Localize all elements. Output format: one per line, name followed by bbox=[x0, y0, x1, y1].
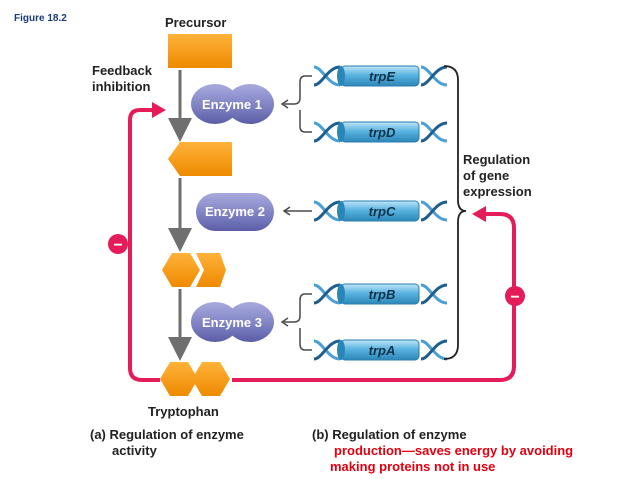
dna-strand-right-trpC bbox=[420, 200, 448, 222]
connector-3 bbox=[280, 293, 312, 351]
svg-text:−: − bbox=[113, 237, 122, 254]
dna-strand-left-trpA bbox=[313, 339, 341, 361]
regulation-gene-expression-label: Regulation of gene expression bbox=[463, 152, 532, 200]
gene-trpD: trpD bbox=[337, 121, 420, 143]
caption-b: (b) Regulation of enzyme production—save… bbox=[312, 427, 573, 475]
feedback-line-2: inhibition bbox=[92, 79, 151, 94]
feedback-line-1: Feedback bbox=[92, 63, 152, 78]
figure-label: Figure 18.2 bbox=[14, 13, 67, 24]
connector-1 bbox=[280, 75, 312, 133]
dna-strand-right-trpD bbox=[420, 121, 448, 143]
gene-label-trpE: trpE bbox=[369, 69, 395, 84]
gene-label-trpD: trpD bbox=[369, 125, 396, 140]
dna-strand-right-trpE bbox=[420, 65, 448, 87]
enzyme-1-label: Enzyme 1 bbox=[202, 97, 262, 112]
gene-label-trpB: trpB bbox=[369, 287, 396, 302]
feedback-inhibition-arrowhead bbox=[152, 102, 166, 118]
gene-trpC: trpC bbox=[337, 200, 420, 222]
gene-label-trpA: trpA bbox=[369, 343, 396, 358]
dna-strand-left-trpC bbox=[313, 200, 341, 222]
dna-strand-right-trpA bbox=[420, 339, 448, 361]
gene-trpA: trpA bbox=[337, 339, 420, 361]
gene-label-trpC: trpC bbox=[369, 204, 396, 219]
svg-text:−: − bbox=[510, 289, 519, 306]
gene-bracket bbox=[443, 65, 467, 360]
caption-a-line-1: (a) Regulation of enzyme bbox=[90, 427, 244, 442]
enzyme-3-shape bbox=[191, 302, 274, 342]
feedback-inhibition-label: Feedback inhibition bbox=[92, 63, 152, 95]
dna-strand-left-trpE bbox=[313, 65, 341, 87]
intermediate-2-shape bbox=[162, 253, 226, 287]
gene-trpB: trpB bbox=[337, 283, 420, 305]
intermediate-1-shape bbox=[168, 142, 232, 176]
caption-a: (a) Regulation of enzyme activity bbox=[90, 427, 244, 459]
regulation-line-2: of gene bbox=[463, 168, 510, 183]
caption-a-line-2: activity bbox=[112, 443, 157, 458]
enzyme-2-shape bbox=[196, 193, 274, 231]
enzyme-3-label: Enzyme 3 bbox=[202, 315, 262, 330]
connector-2 bbox=[282, 206, 312, 216]
gene-repression-arrowhead bbox=[472, 206, 486, 222]
dna-strand-right-trpB bbox=[420, 283, 448, 305]
precursor-shape bbox=[168, 34, 232, 68]
caption-b-line-2: production—saves energy by avoiding bbox=[334, 443, 574, 458]
feedback-inhibition-arrow bbox=[128, 108, 160, 382]
caption-b-line-3: making proteins not in use bbox=[330, 459, 496, 474]
precursor-label: Precursor bbox=[165, 15, 227, 30]
enzyme-1-shape bbox=[191, 84, 274, 124]
tryptophan-shape bbox=[160, 362, 230, 396]
tryptophan-label: Tryptophan bbox=[148, 404, 219, 419]
regulation-line-3: expression bbox=[463, 184, 532, 199]
caption-b-line-1: (b) Regulation of enzyme bbox=[312, 427, 467, 442]
enzyme-2-label: Enzyme 2 bbox=[205, 204, 265, 219]
inhibition-symbol-right: − bbox=[505, 286, 525, 306]
inhibition-symbol-left: − bbox=[108, 234, 128, 254]
gene-trpE: trpE bbox=[337, 65, 420, 87]
regulation-line-1: Regulation bbox=[463, 152, 531, 167]
dna-strand-left-trpD bbox=[313, 121, 341, 143]
dna-strand-left-trpB bbox=[313, 283, 341, 305]
